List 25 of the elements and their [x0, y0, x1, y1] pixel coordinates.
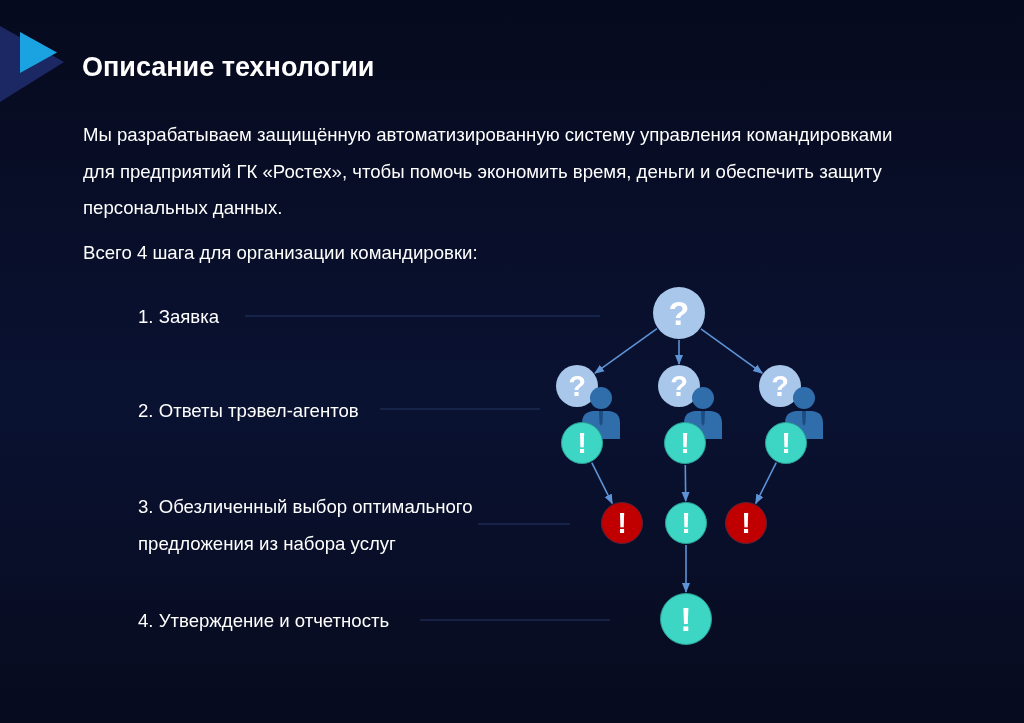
question-circle: ? [658, 365, 700, 407]
question-circle: ? [653, 287, 705, 339]
step-label: 1. Заявка [138, 305, 220, 329]
arrow [682, 544, 690, 593]
exclamation-circle: ! [561, 422, 603, 464]
intro-text: Всего 4 шага для организации командировки: [83, 241, 478, 265]
arrow [700, 328, 763, 374]
exclamation-circle: ! [660, 593, 712, 645]
exclamation-circle: ! [665, 502, 707, 544]
exclamation-circle: ! [765, 422, 807, 464]
arrow [594, 327, 658, 374]
slide-title: Описание технологии [82, 51, 375, 84]
alert-circle: ! [601, 502, 643, 544]
arrow [681, 464, 690, 502]
step-label: 4. Утверждение и отчетность [138, 609, 390, 633]
exclamation-circle: ! [664, 422, 706, 464]
step-label: 2. Ответы трэвел-агентов [138, 399, 359, 423]
description-paragraph: Мы разрабатываем защищённую автоматизированную систему управления командировками для предприятий ГК «Ростех», чтобы помочь экономить время, деньги и обеспечить защиту персональных данных. [83, 123, 894, 220]
alert-circle: ! [725, 502, 767, 544]
arrow [755, 461, 777, 505]
arrow [591, 461, 613, 505]
step-label: 3. Обезличенный выбор оптимального предложения из набора услуг [138, 495, 474, 556]
question-circle: ? [759, 365, 801, 407]
question-circle: ? [556, 365, 598, 407]
arrow [675, 339, 683, 365]
